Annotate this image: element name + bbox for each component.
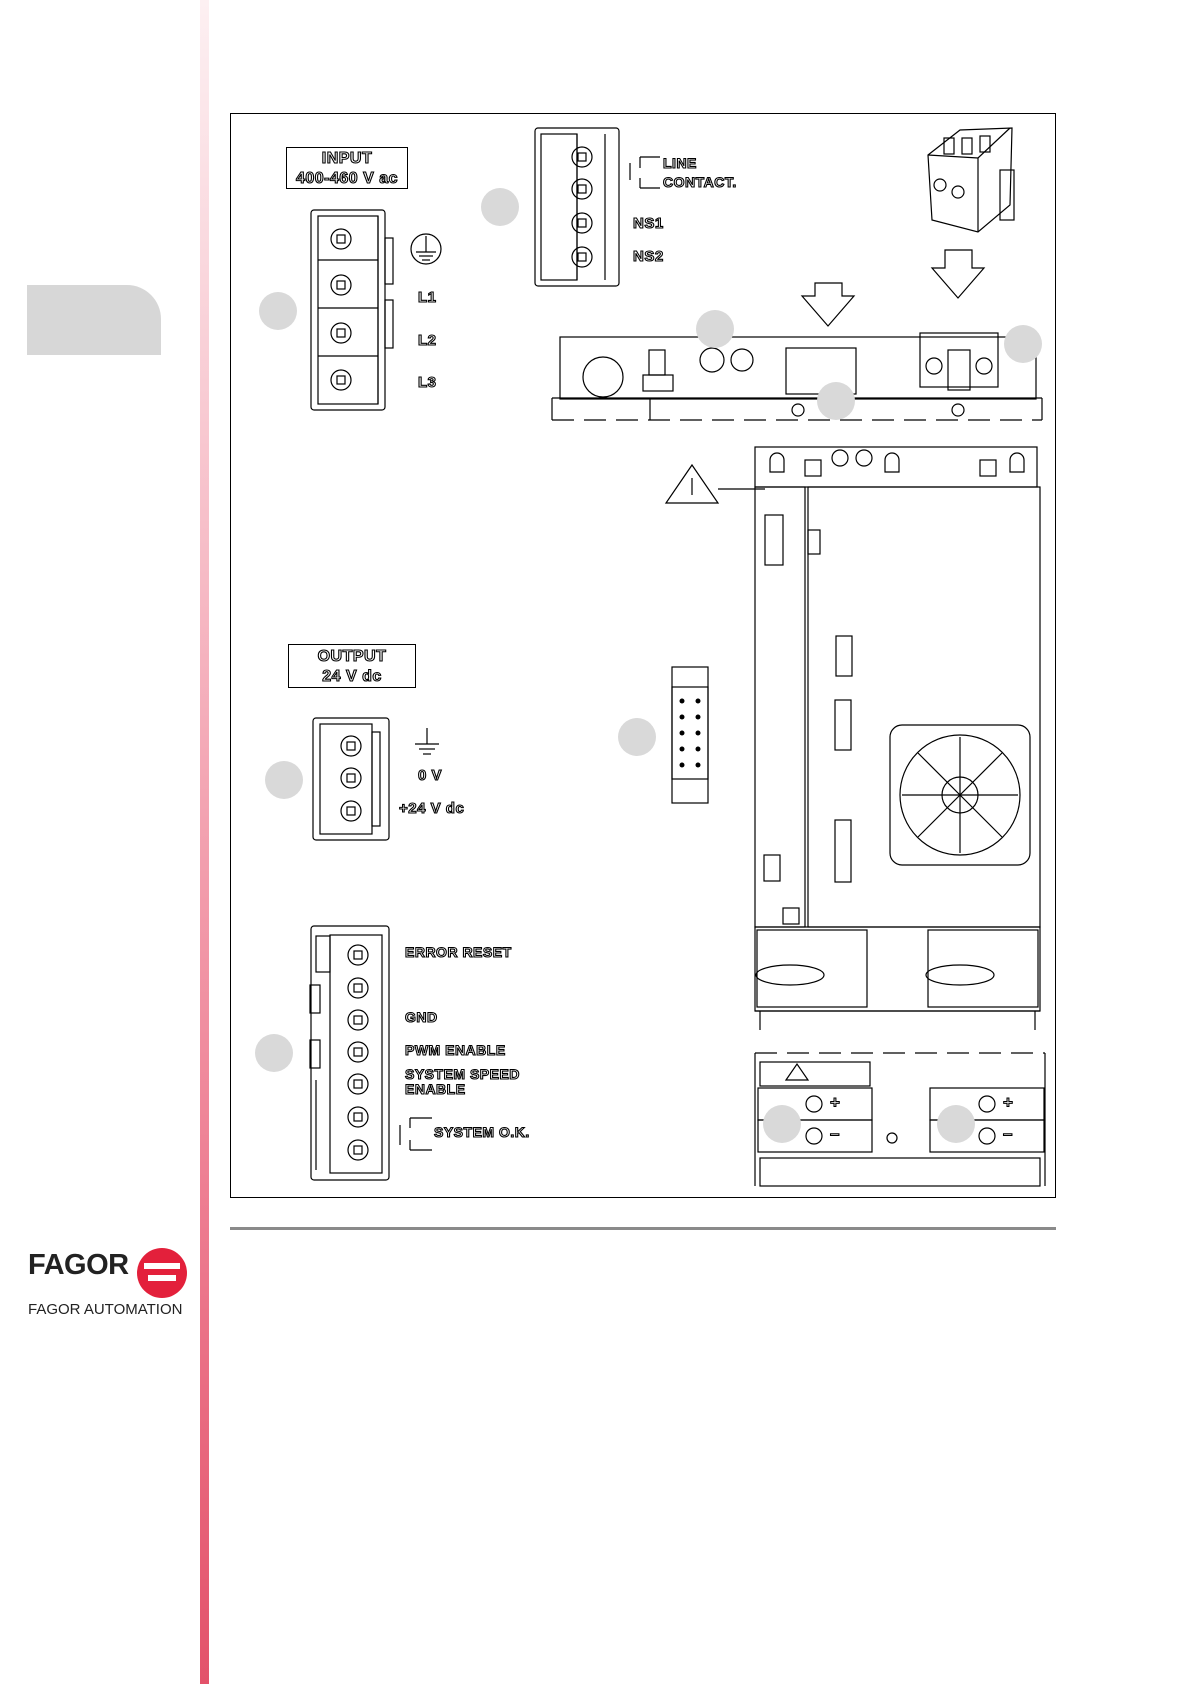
callout-marker [937,1105,975,1143]
terminal-label-l3: L3 [418,374,437,391]
callout-marker [481,188,519,226]
input-spec-box: INPUT 400-460 V ac [286,147,408,189]
callout-marker [259,292,297,330]
callout-marker [817,382,855,420]
signal-label-system-ok: SYSTEM O.K. [434,1124,530,1140]
terminal-label-l2: L2 [418,332,437,349]
signal-label-gnd: GND [405,1009,438,1025]
signal-label-error-reset: ERROR RESET [405,944,512,960]
terminal-label-l1: L1 [418,289,437,306]
line-contact-label-2: CONTACT. [663,174,737,190]
callout-marker [763,1105,801,1143]
callout-marker [255,1034,293,1072]
line-contact-label-1: LINE [663,155,697,171]
output-spec-box: OUTPUT 24 V dc [288,644,416,688]
signal-label-system-speed: SYSTEM SPEED [405,1066,520,1082]
input-voltage: 400-460 V ac [287,169,407,189]
callout-marker [1004,325,1042,363]
terminal-label-24vdc: +24 V dc [399,800,464,817]
output-title: OUTPUT [289,647,415,667]
fagor-logo-wordmark: FAGOR [28,1249,129,1282]
bus-plus-right: + [1003,1093,1013,1113]
callout-marker [618,718,656,756]
terminal-label-0v: 0 V [418,767,442,784]
output-voltage: 24 V dc [289,667,415,687]
fagor-logo: FAGOR FAGOR AUTOMATION [28,1243,188,1323]
bus-minus-right: – [1003,1124,1013,1144]
fagor-automation-text: FAGOR AUTOMATION [28,1301,182,1318]
callout-marker [696,310,734,348]
signal-label-enable: ENABLE [405,1081,466,1097]
signal-label-pwm-enable: PWM ENABLE [405,1042,506,1058]
input-title: INPUT [287,149,407,169]
bus-plus-left: + [830,1093,840,1113]
bus-minus-left: – [830,1124,840,1144]
terminal-label-ns2: NS2 [633,248,664,265]
callout-marker [265,761,303,799]
terminal-label-ns1: NS1 [633,215,664,232]
fagor-logo-mark [132,1243,192,1303]
